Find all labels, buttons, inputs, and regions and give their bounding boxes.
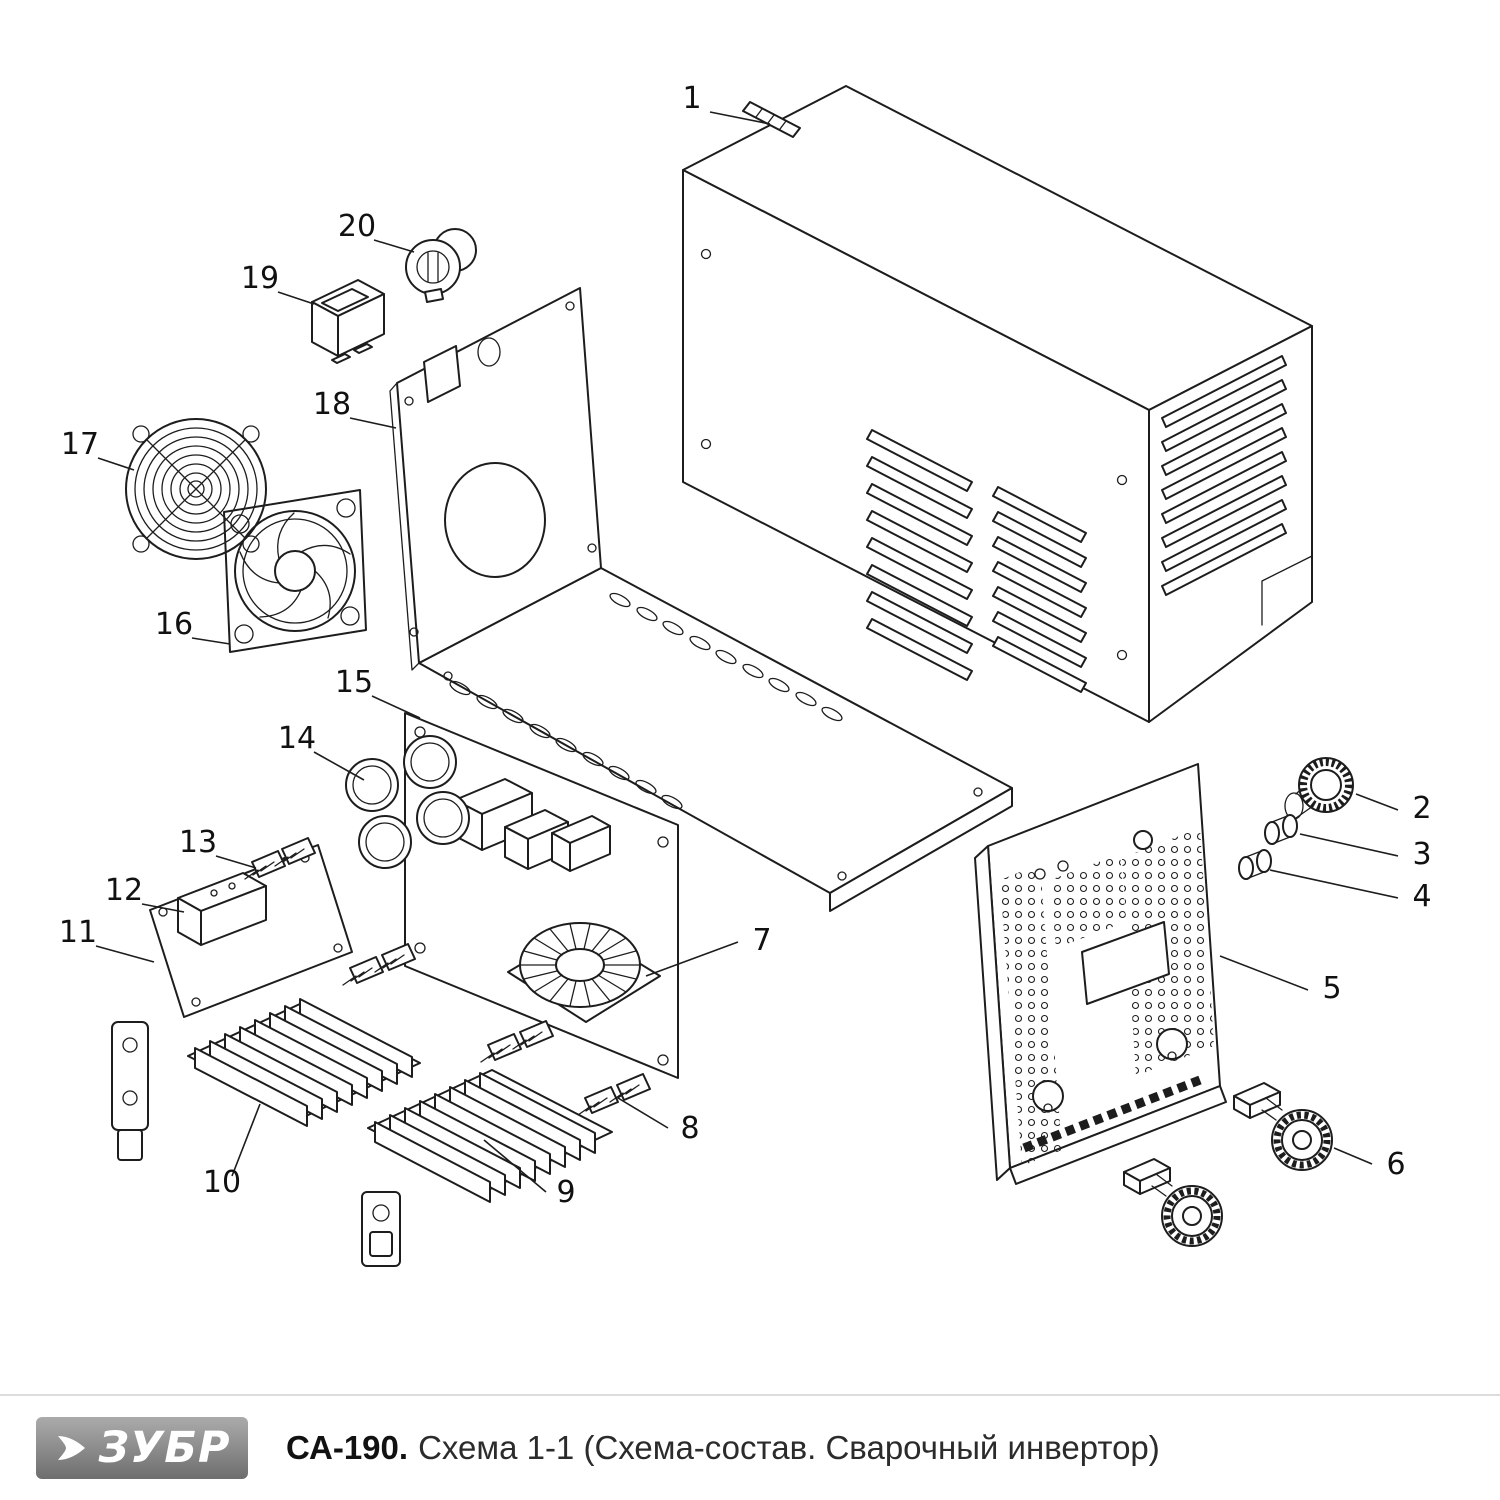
part-label-7: 7: [752, 923, 771, 958]
part-18-rear-panel: [389, 287, 602, 671]
footer: ЗУБР СА-190.Схема 1-1 (Схема-состав. Сва…: [0, 1394, 1500, 1500]
diagram-caption: СА-190.Схема 1-1 (Схема-состав. Сварочны…: [286, 1429, 1160, 1467]
part-label-8: 8: [680, 1111, 699, 1146]
part-4-bushing: [1238, 849, 1272, 880]
part-label-14: 14: [278, 721, 316, 756]
part-16-fan: [223, 489, 367, 653]
part-label-10: 10: [203, 1165, 241, 1200]
part-label-17: 17: [61, 427, 99, 462]
part-label-4: 4: [1412, 879, 1431, 914]
part-7-toroidal-inductor: [507, 922, 661, 1023]
part-3-bushing: [1264, 814, 1298, 845]
part-12-relay: [177, 872, 267, 946]
part-label-1: 1: [682, 81, 701, 116]
part-8-transistor: [577, 1073, 651, 1116]
part-label-12: 12: [105, 873, 143, 908]
part-label-3: 3: [1412, 837, 1431, 872]
part-10-heatsink: [187, 998, 421, 1127]
part-20-cable-gland: [405, 228, 477, 303]
mounting-bracket-bottom: [361, 1191, 401, 1267]
part-9-heatsink: [367, 1069, 613, 1203]
part-1-cover: [682, 85, 1313, 723]
part-label-15: 15: [335, 665, 373, 700]
brand-logo: ЗУБР: [36, 1417, 248, 1479]
brand-name: ЗУБР: [98, 1423, 231, 1473]
exploded-diagram: 1 2 3 4 5 6 7 8 9 10 11 12 13 14 15 16 1…: [59, 81, 1432, 1267]
part-label-9: 9: [556, 1175, 575, 1210]
part-label-6: 6: [1386, 1147, 1405, 1182]
part-5-front-panel: [974, 763, 1227, 1185]
part-label-13: 13: [179, 825, 217, 860]
model-number: СА-190.: [286, 1429, 409, 1466]
part-label-11: 11: [59, 915, 97, 950]
part-label-5: 5: [1322, 971, 1341, 1006]
part-label-19: 19: [241, 261, 279, 296]
mounting-bracket-left: [111, 1021, 149, 1161]
caption-text: Схема 1-1 (Схема-состав. Сварочный инвер…: [418, 1429, 1160, 1466]
part-label-20: 20: [338, 209, 376, 244]
part-label-2: 2: [1412, 791, 1431, 826]
part-label-16: 16: [155, 607, 193, 642]
part-label-18: 18: [313, 387, 351, 422]
part-17-fan-grille: [125, 418, 267, 560]
part-number-labels: 1 2 3 4 5 6 7 8 9 10 11 12 13 14 15 16 1…: [59, 81, 1432, 1210]
part-19-power-switch: [311, 279, 385, 364]
part-2-knob: [1284, 757, 1354, 820]
leader-lines: [95, 111, 1399, 1193]
brand-arrow-icon: [57, 1436, 85, 1460]
